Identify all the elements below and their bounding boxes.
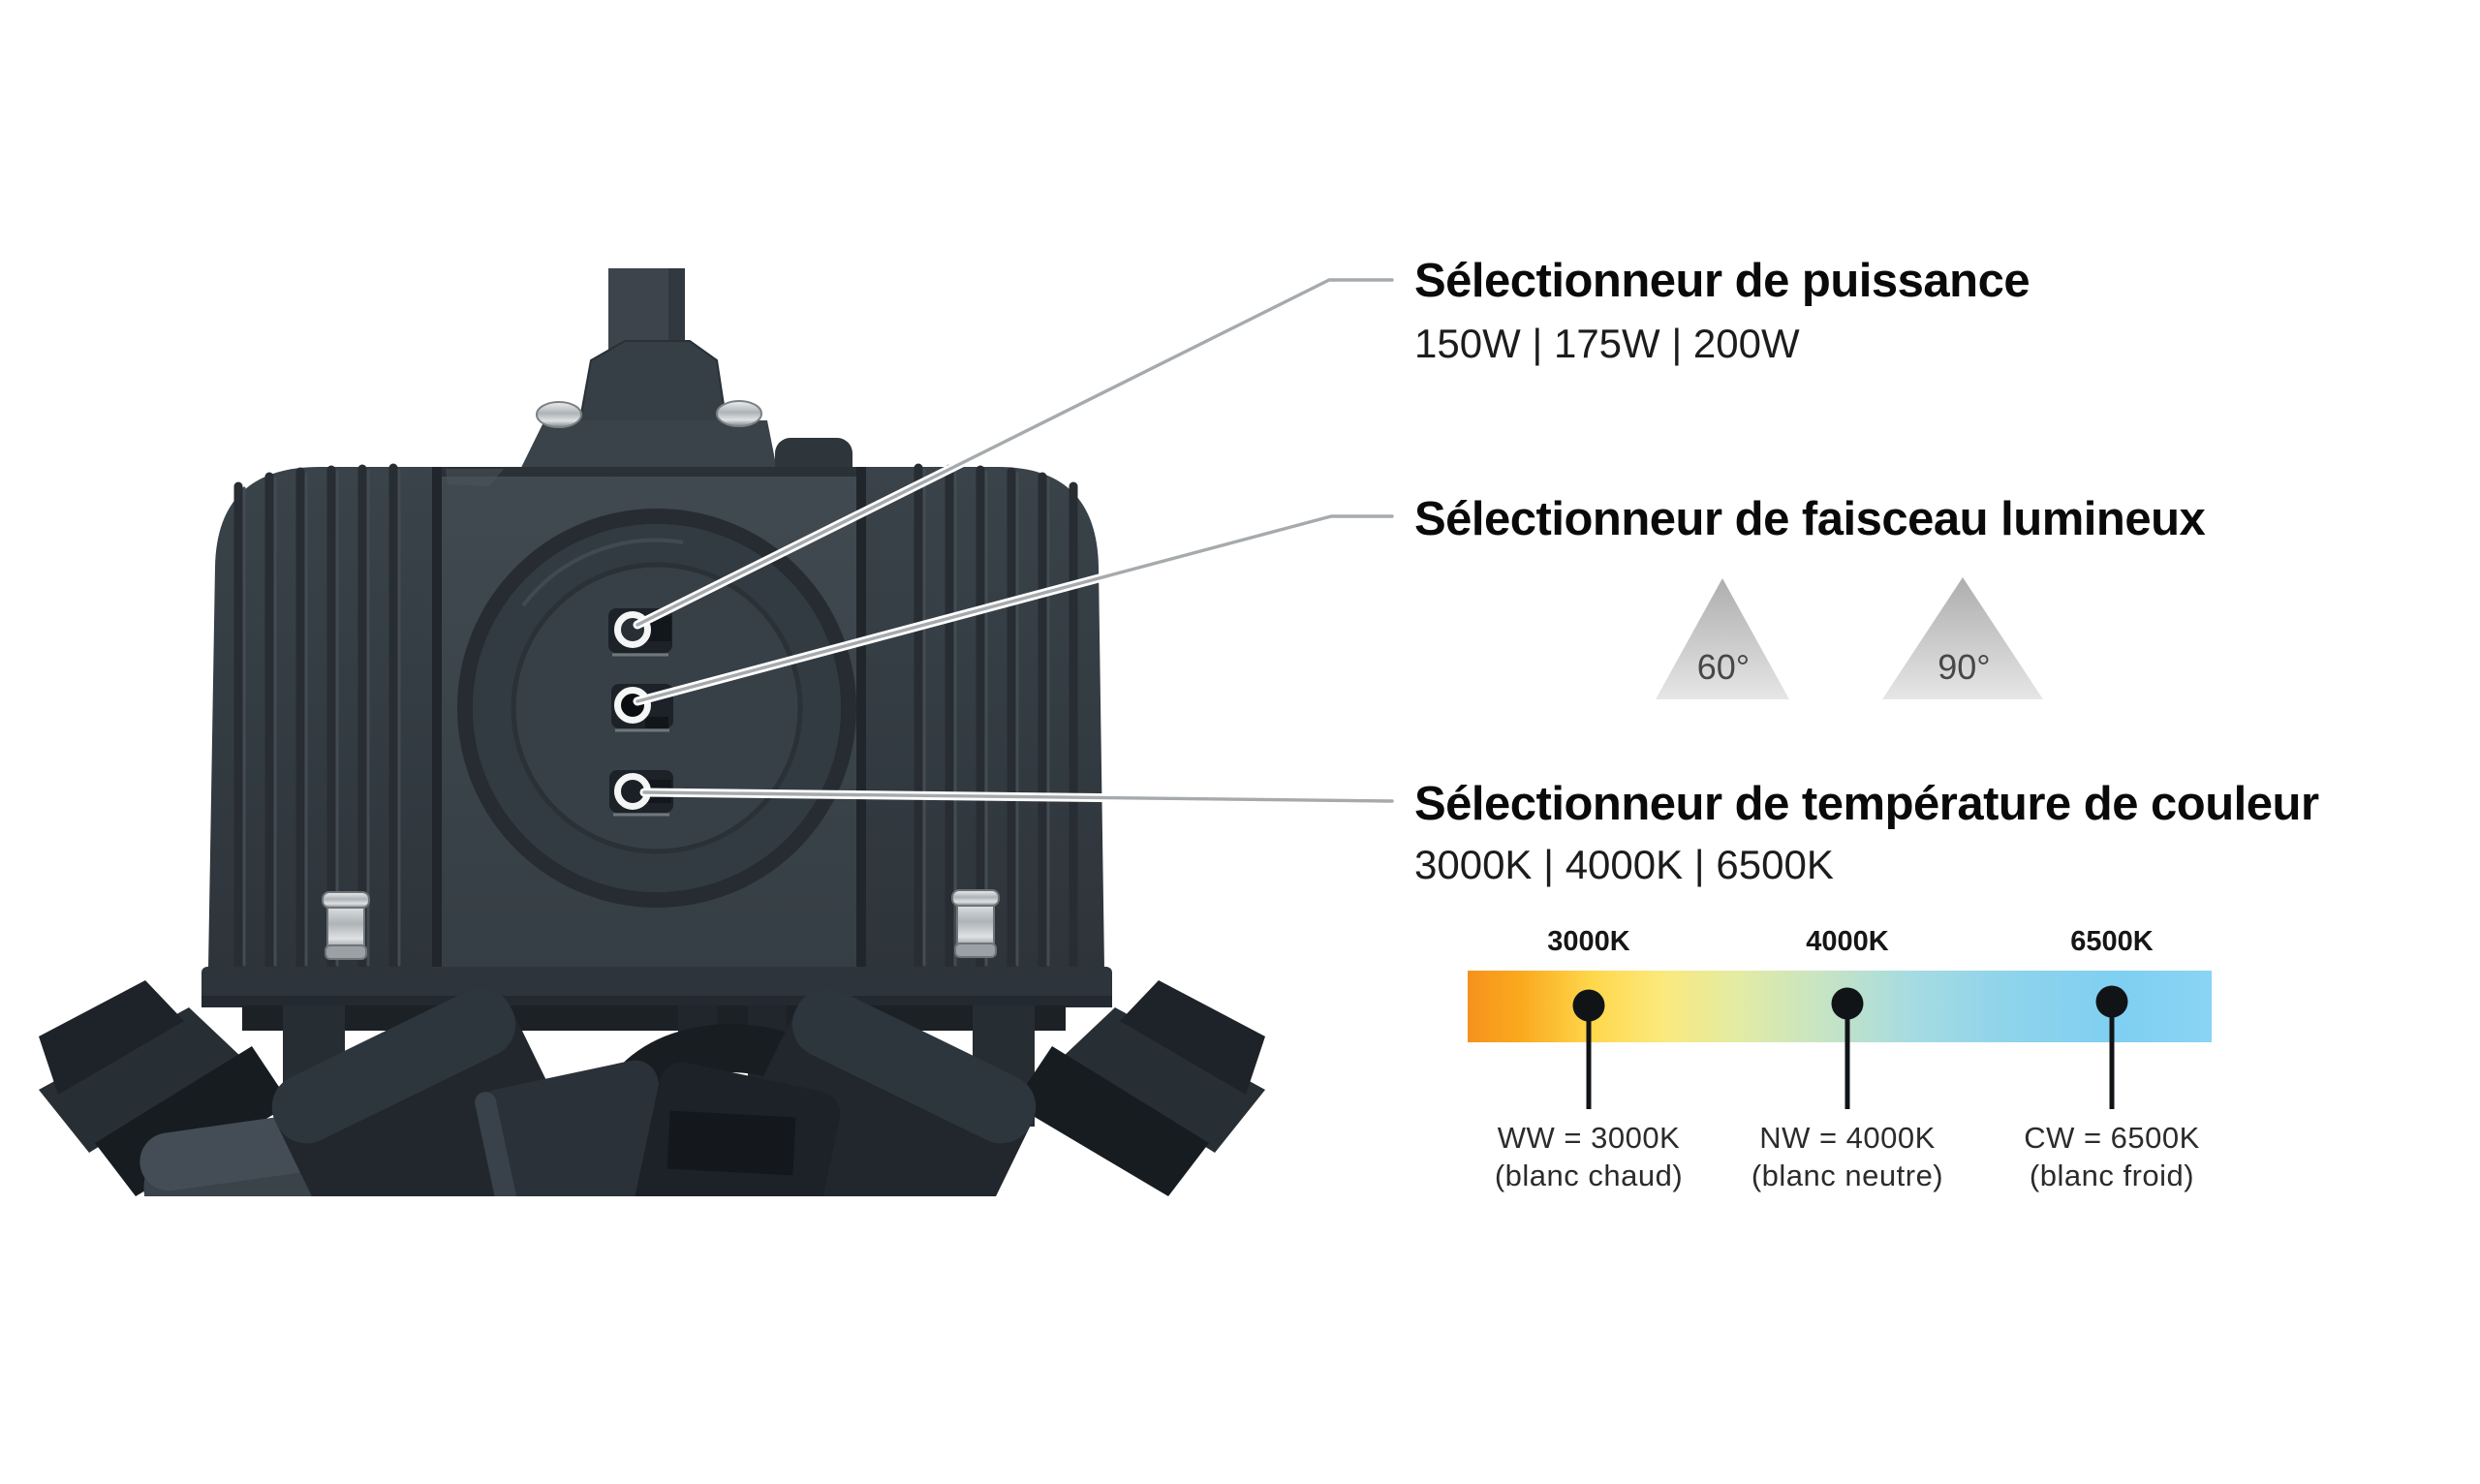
fin-left-b	[39, 980, 184, 1095]
cct-legend-cw-code: CW = 6500K	[2024, 1121, 2200, 1155]
cct-scale-art	[1468, 971, 2212, 1109]
face-outer-groove	[457, 509, 856, 908]
cct-legend-ww-code: WW = 3000K	[1497, 1121, 1681, 1155]
panel-groove-left	[432, 467, 442, 969]
power-values: 150W | 175W | 200W	[1414, 321, 1800, 366]
beam-option-90-label: 90°	[1938, 647, 1991, 687]
annotation-line-power	[636, 278, 1394, 627]
lamp-heads	[39, 980, 1265, 1196]
cct-title: Sélectionneur de température de couleur	[1414, 778, 2319, 830]
cct-legend-nw-code: NW = 4000K	[1759, 1121, 1936, 1155]
beam-triangle-60-icon	[1656, 578, 1789, 699]
cct-scale-label-4000k: 4000K	[1806, 926, 1889, 957]
cct-legend-nw: NW = 4000K (blanc neutre)	[1688, 1119, 2007, 1194]
cct-scale-label-3000k: 3000K	[1547, 926, 1630, 957]
panel-top-edge	[442, 467, 856, 477]
cct-legend-ww-desc: (blanc chaud)	[1494, 1159, 1684, 1192]
heatsink-fins-left	[233, 463, 401, 972]
cct-marker-dot-3000k[interactable]	[1572, 989, 1605, 1022]
annotation-line-cct	[642, 790, 1394, 803]
cct-marker-stems	[1586, 1009, 2115, 1109]
cct-scale-label-6500k: 6500K	[2070, 926, 2154, 957]
fin-right-c	[1013, 1046, 1209, 1196]
selector-face	[457, 509, 856, 908]
cable-gland-right	[951, 889, 1000, 958]
bracket-screw-left	[536, 401, 582, 428]
annotation-lines	[633, 275, 1397, 806]
fin-right-a	[1062, 1007, 1265, 1153]
mounting-bracket	[511, 268, 781, 489]
power-title: Sélectionneur de puissance	[1414, 255, 2030, 307]
cct-values: 3000K | 4000K | 6500K	[1414, 842, 1834, 887]
cable-gland-left	[322, 891, 370, 960]
center-bracket	[666, 1110, 796, 1176]
cct-legend-nw-desc: (blanc neutre)	[1751, 1159, 1944, 1192]
cct-marker-dot-6500k[interactable]	[2095, 985, 2128, 1018]
bottom-flange	[202, 967, 1112, 1007]
annotation-line-beam	[636, 514, 1394, 703]
cct-legend-cw: CW = 6500K (blanc froid)	[1952, 1119, 2272, 1194]
fin-left-a	[39, 1007, 242, 1153]
beam-option-60-label: 60°	[1696, 647, 1751, 687]
face-highlight	[521, 538, 684, 607]
bracket-screw-right	[716, 400, 762, 427]
panel-scuff	[446, 469, 504, 486]
fin-right-b	[1120, 980, 1265, 1095]
bracket-hinge	[577, 340, 728, 425]
cct-legend-ww: WW = 3000K (blanc chaud)	[1429, 1119, 1749, 1194]
panel-groove-right	[856, 467, 866, 969]
beam-switch-slot	[645, 717, 668, 728]
cct-marker-dot-4000k[interactable]	[1831, 987, 1864, 1020]
product-photo	[39, 268, 1265, 1196]
beam-triangle-90-icon	[1882, 577, 2043, 699]
cct-legend-cw-desc: (blanc froid)	[2029, 1159, 2195, 1192]
heatsink-fins-right	[914, 463, 1078, 972]
flange-shadow	[242, 1005, 1066, 1031]
beam-options-icons	[1656, 577, 2043, 699]
beam-title: Sélectionneur de faisceau lumineux	[1414, 493, 2206, 545]
beam-switch-dial[interactable]	[614, 687, 651, 724]
lamp-head-inner-left	[475, 1060, 705, 1196]
